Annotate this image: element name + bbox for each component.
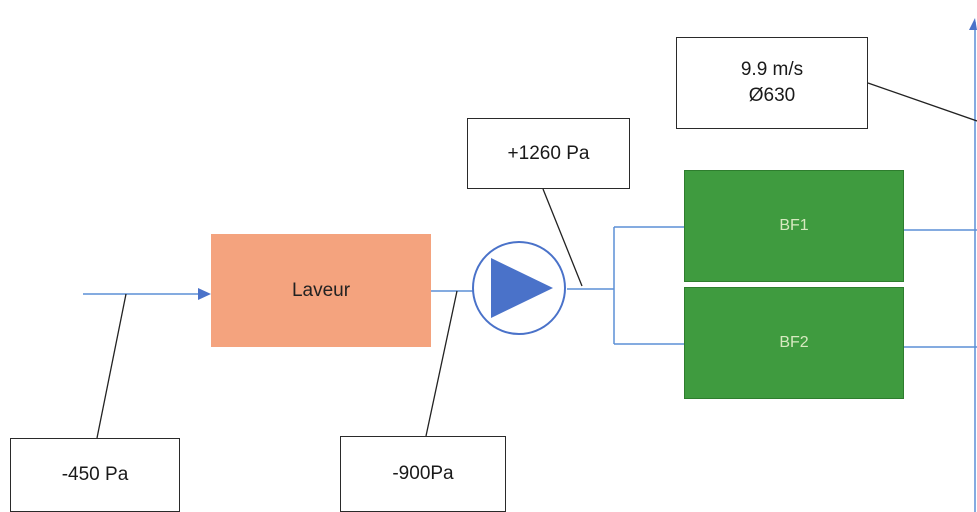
filter-bf1-block: BF1	[684, 170, 904, 282]
pressure-before-fan-value: -900Pa	[392, 463, 454, 485]
pressure-after-fan-value: +1260 Pa	[507, 142, 590, 164]
speed-diameter-callout: 9.9 m/s Ø630	[676, 37, 868, 129]
leader-450	[96, 293, 127, 439]
fan-icon	[472, 241, 566, 335]
pressure-after-fan-callout: +1260 Pa	[467, 118, 630, 189]
arrow-right-icon	[198, 288, 211, 300]
arrow-up-icon	[969, 18, 977, 30]
filter-bf2-block: BF2	[684, 287, 904, 399]
pressure-before-fan-callout: -900Pa	[340, 436, 506, 512]
diameter-value: Ø630	[748, 85, 796, 106]
leader-900	[425, 290, 458, 437]
pressure-inlet-callout: -450 Pa	[10, 438, 180, 512]
leader-speed	[867, 82, 977, 122]
leader-1260	[542, 188, 583, 287]
bf2-label: BF2	[779, 334, 809, 351]
pressure-inlet-value: -450 Pa	[61, 464, 129, 486]
speed-value: 9.9 m/s	[740, 59, 804, 81]
bf1-label: BF1	[779, 217, 809, 234]
laveur-label: Laveur	[291, 279, 351, 301]
laveur-block: Laveur	[211, 234, 431, 347]
